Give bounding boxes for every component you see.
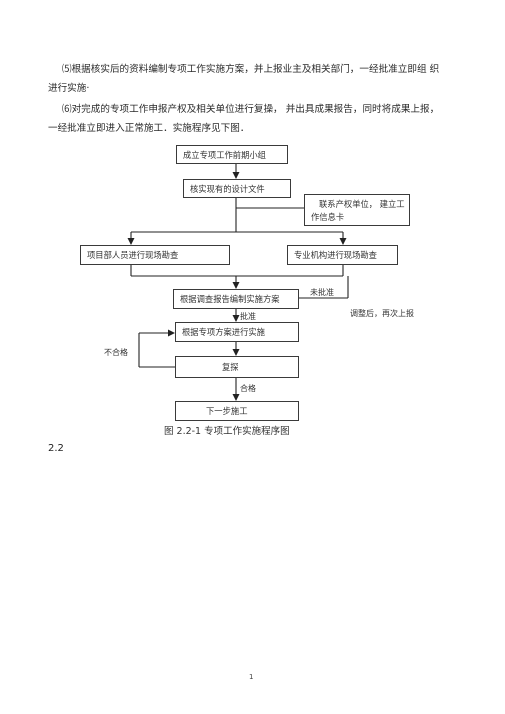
- step-implement-plan: 根据专项方案进行实施: [175, 322, 299, 342]
- step-form-team: 成立专项工作前期小组: [176, 145, 288, 164]
- paragraph-5-line-1: ⑸根据核实后的资料编制专项工作实施方案，并上报业主及相关部门，一经批准立即组 织: [62, 64, 440, 75]
- paragraph-6-line-2: 一经批准立即进入正常施工．实施程序见下图．: [48, 123, 250, 134]
- step-compile-plan: 根据调查报告编制实施方案: [173, 289, 299, 309]
- step-contact-property-units: 联系产权单位， 建立工 作信息卡: [304, 194, 410, 226]
- label-not-approved: 未批准: [310, 288, 334, 297]
- figure-caption: 图 2.2-1 专项工作实施程序图: [164, 426, 290, 437]
- paragraph-6-line-1: ⑹对完成的专项工作申报产权及相关单位进行复操， 并出具成果报告，同时将成果上报，: [62, 104, 440, 115]
- label-passed: 合格: [240, 384, 256, 393]
- step-next-construction: 下一步施工: [175, 401, 299, 421]
- step-professional-site-survey: 专业机构进行现场勘查: [287, 245, 398, 265]
- step-recheck: 复探: [175, 356, 299, 378]
- step-contact-property-units-line-1: 联系产权单位， 建立工: [319, 199, 405, 209]
- step-verify-design-docs: 核实现有的设计文件: [183, 179, 291, 198]
- step-project-site-survey: 项目部人员进行现场勘查: [80, 245, 230, 265]
- page-number: 1: [249, 673, 254, 681]
- label-failed: 不合格: [104, 348, 128, 357]
- label-adjust-resubmit: 调整后，再次上报: [350, 309, 414, 318]
- label-approved: 批准: [240, 312, 256, 321]
- step-contact-property-units-line-2: 作信息卡: [311, 212, 345, 222]
- section-heading: 2.2: [48, 443, 64, 454]
- paragraph-5-line-2: 进行实施·: [48, 83, 90, 94]
